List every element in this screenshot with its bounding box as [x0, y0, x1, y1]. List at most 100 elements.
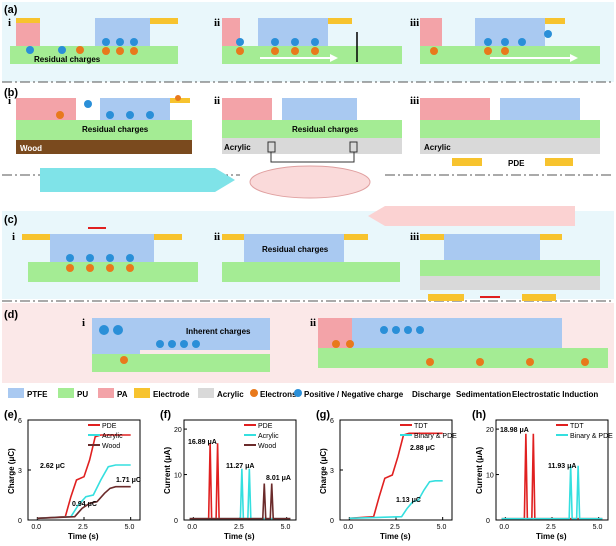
wood-label: Wood	[20, 144, 42, 153]
pde-electrode	[522, 294, 556, 301]
pa-block	[16, 98, 76, 120]
x-tick-label: 5.0	[437, 524, 447, 531]
electrode	[170, 98, 190, 103]
chart-panel-label: (e)	[4, 409, 18, 421]
legend-electrode: Electrode	[153, 390, 190, 399]
panel-b-sub-iii: iii	[410, 95, 419, 107]
pu-layer	[420, 120, 600, 138]
charges-b-i	[56, 95, 181, 119]
legend-entry: PDE	[102, 423, 117, 430]
pu-layer	[92, 354, 270, 372]
electrode	[344, 234, 368, 240]
charges-d-i	[99, 325, 200, 364]
charges-a-i	[26, 38, 138, 55]
x-tick-label: 2.5	[390, 524, 400, 531]
data-label: 2.88 μC	[410, 445, 435, 452]
legend-swatch-pu	[58, 388, 74, 398]
x-tick-label: 2.5	[78, 524, 88, 531]
motion-arrow-head	[570, 54, 578, 62]
panel-d-sub-ii: ii	[310, 317, 316, 329]
residual-charges-label-b1: Residual charges	[82, 125, 149, 134]
x-tick-label: 0.0	[187, 524, 197, 531]
x-tick-label: 0.0	[31, 524, 41, 531]
x-tick-label: 2.5	[546, 524, 556, 531]
charges-c-i	[66, 254, 134, 272]
legend-entry: Binary & PDE	[570, 433, 613, 440]
y-tick-label: 10	[486, 473, 494, 480]
pu-layer	[420, 46, 600, 64]
panel-d-label: (d)	[4, 309, 18, 321]
ptfe-block	[444, 234, 540, 260]
chart-panel-label: (g)	[316, 409, 330, 421]
charges-a-ii	[236, 38, 319, 55]
legend-pa: PA	[117, 390, 128, 399]
legend-entry: TDT	[570, 423, 584, 430]
data-label: 11.93 μA	[548, 463, 576, 470]
legend-charge-transfer: Charge transfer	[8, 402, 68, 411]
x-axis-label: Time (s)	[68, 532, 99, 541]
legend-entry: TDT	[414, 423, 428, 430]
series-line	[37, 485, 131, 520]
legend-swatch-pa	[98, 388, 114, 398]
acrylic-label-2: Acrylic	[424, 143, 451, 152]
x-tick-label: 0.0	[343, 524, 353, 531]
pa-block	[420, 18, 442, 46]
pa-block	[222, 98, 272, 120]
electrode	[545, 18, 565, 24]
legend-entry: Acrylic	[258, 433, 279, 440]
legend-electrons: Electrons	[260, 390, 297, 399]
electrode	[16, 18, 40, 23]
panel-c-sub-i: i	[12, 231, 15, 243]
y-tick-label: 20	[174, 427, 182, 434]
series-line	[189, 483, 291, 520]
pde-electrode	[428, 294, 464, 301]
charges-a-iii	[430, 30, 552, 55]
y-axis-label: Charge (μC)	[319, 448, 328, 494]
electrode	[150, 18, 178, 24]
pu-layer	[420, 260, 600, 276]
ptfe-block	[244, 234, 344, 262]
motion-arrow-head	[330, 54, 338, 62]
legend-pu: PU	[77, 390, 88, 399]
panel-b-label: (b)	[4, 87, 18, 99]
ptfe-block	[50, 234, 154, 262]
residual-charges-label-a: Residual charges	[34, 55, 101, 64]
legend-ptfe: PTFE	[27, 390, 48, 399]
y-tick-label: 6	[18, 418, 22, 425]
panel-c-label: (c)	[4, 214, 18, 226]
electrode	[540, 234, 562, 240]
y-tick-label: 10	[174, 473, 182, 480]
y-tick-label: 0	[174, 518, 178, 525]
chart-panel-label: (h)	[472, 409, 486, 421]
pu-layer	[222, 120, 402, 138]
electrode	[328, 18, 352, 24]
legend-entry: Wood	[102, 443, 120, 450]
panel-c-sub-iii: iii	[410, 231, 419, 243]
acrylic-label-1: Acrylic	[224, 143, 251, 152]
panel-b-sub-i: i	[8, 95, 11, 107]
pa-block	[222, 18, 240, 46]
x-axis-label: Time (s)	[380, 532, 411, 541]
legend-entry: Wood	[258, 443, 276, 450]
y-axis-label: Charge (μC)	[7, 448, 16, 494]
acrylic-base	[420, 276, 600, 290]
legend: PTFE PU PA Electrode Acrylic Electrons P…	[8, 388, 598, 399]
series-line	[349, 432, 443, 520]
ptfe-block	[92, 318, 140, 354]
x-tick-label: 5.0	[125, 524, 135, 531]
collect-arrow	[40, 168, 235, 192]
ptfe-block	[352, 318, 452, 348]
wood-base	[16, 140, 192, 154]
data-label: 11.27 μA	[226, 463, 254, 470]
y-tick-label: 6	[330, 418, 334, 425]
legend-induction: Electrostatic Induction	[512, 390, 598, 399]
y-tick-label: 0	[330, 518, 334, 525]
pu-layer	[28, 262, 198, 282]
y-tick-label: 0	[486, 518, 490, 525]
legend-entry: PDE	[258, 423, 273, 430]
pa-block	[420, 98, 490, 120]
panel-a-sub-i: i	[8, 17, 11, 29]
panel-a-label: (a)	[4, 4, 18, 16]
